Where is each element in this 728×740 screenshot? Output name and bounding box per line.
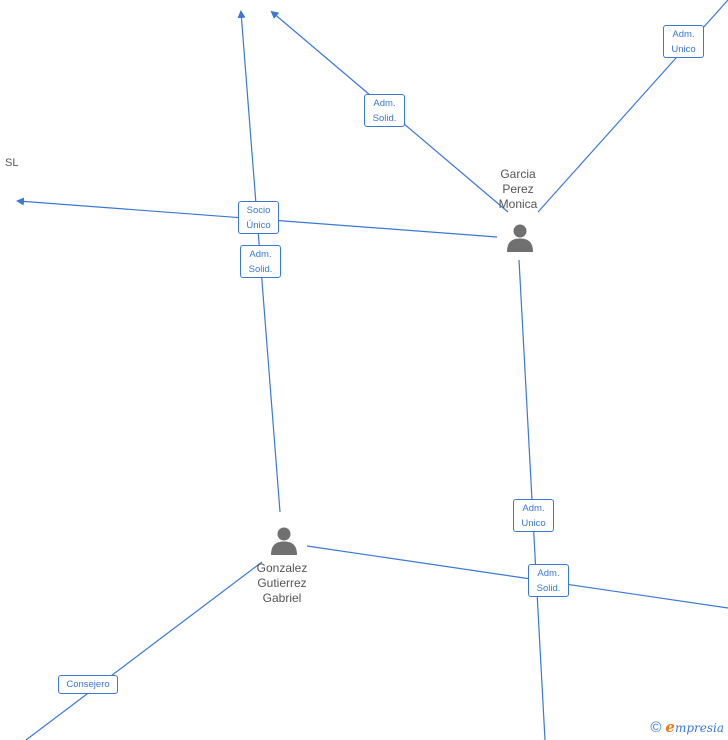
- name-line: Gutierrez: [257, 576, 307, 590]
- role-line: Único: [246, 219, 271, 231]
- role-adm-solid-left[interactable]: Adm. Solid.: [240, 245, 281, 278]
- role-consejero[interactable]: Consejero: [58, 675, 118, 694]
- footer-brand: © empresia: [650, 718, 724, 736]
- person-icon[interactable]: [269, 525, 299, 555]
- brand-e: e: [665, 718, 675, 736]
- name-line: Garcia: [500, 167, 536, 181]
- role-adm-solid-top[interactable]: Adm. Solid.: [364, 94, 405, 127]
- role-adm-unico-mid[interactable]: Adm. Unico: [513, 499, 554, 532]
- role-line: Adm.: [537, 567, 560, 579]
- copyright-icon: ©: [650, 718, 662, 736]
- role-line: Socio: [246, 204, 271, 216]
- role-adm-solid-bottom[interactable]: Adm. Solid.: [528, 564, 569, 597]
- role-line: Solid.: [248, 263, 273, 275]
- role-line: Adm.: [373, 97, 396, 109]
- role-socio-unico[interactable]: Socio Único: [238, 201, 279, 234]
- role-line: Consejero: [66, 679, 110, 690]
- edge-gonzalez-bottomleft: [25, 561, 263, 740]
- name-line: Perez: [502, 182, 534, 196]
- role-line: Adm.: [522, 502, 545, 514]
- person-name-gonzalez: Gonzalez Gutierrez Gabriel: [242, 561, 322, 606]
- role-line: Solid.: [372, 112, 397, 124]
- edge-gonzalez-right: [306, 545, 728, 609]
- name-line: Gonzalez: [256, 561, 308, 575]
- name-line: Monica: [498, 197, 538, 211]
- brand-logo: empresia: [665, 718, 724, 736]
- role-line: Unico: [671, 43, 696, 55]
- role-line: Solid.: [536, 582, 561, 594]
- role-adm-unico-top[interactable]: Adm. Unico: [663, 25, 704, 58]
- role-line: Adm.: [249, 248, 272, 260]
- brand-text: mpresia: [674, 721, 724, 735]
- company-label-sl[interactable]: SL: [5, 157, 19, 169]
- role-line: Unico: [521, 517, 546, 529]
- name-line: Gabriel: [262, 591, 302, 605]
- role-line: Adm.: [672, 28, 695, 40]
- person-name-garcia: Garcia Perez Monica: [478, 167, 558, 212]
- person-icon[interactable]: [505, 222, 535, 252]
